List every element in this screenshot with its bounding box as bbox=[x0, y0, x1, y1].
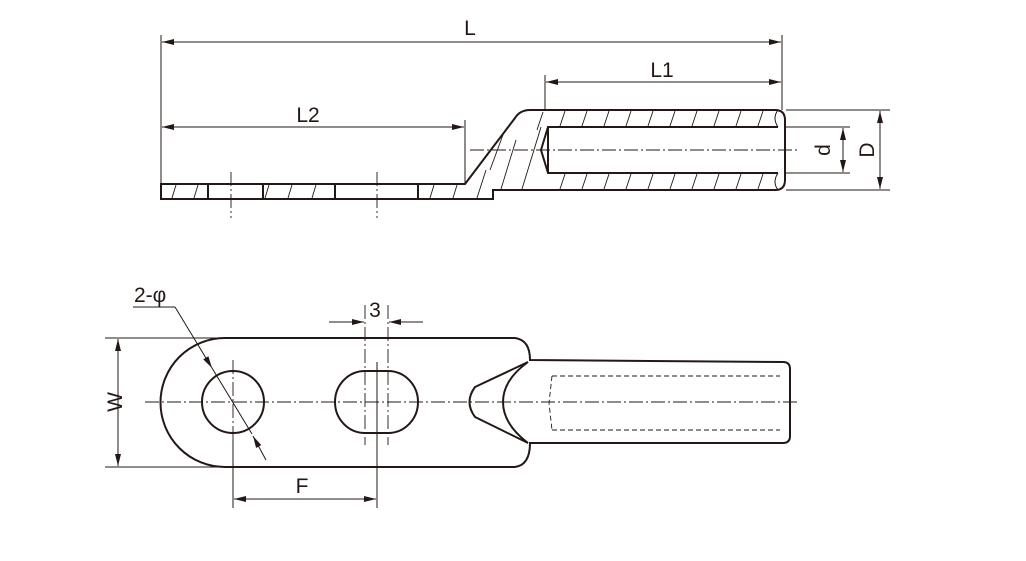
label-d: d bbox=[812, 144, 835, 156]
side-outline bbox=[160, 109, 786, 200]
label-W: W bbox=[104, 392, 127, 412]
label-L2: L2 bbox=[296, 104, 319, 127]
dim-hole-leader bbox=[174, 306, 213, 369]
label-2-phi: 2-φ bbox=[134, 284, 166, 307]
top-outline bbox=[159, 337, 791, 468]
label-F: F bbox=[296, 475, 309, 498]
label-L1: L1 bbox=[650, 59, 673, 82]
label-L: L bbox=[464, 17, 476, 40]
hatching bbox=[171, 111, 544, 199]
label-D: D bbox=[856, 142, 879, 157]
label-3: 3 bbox=[369, 299, 381, 322]
top-view: W F 3 2-φ bbox=[104, 284, 800, 508]
side-view: L L1 L2 d D bbox=[160, 17, 890, 218]
